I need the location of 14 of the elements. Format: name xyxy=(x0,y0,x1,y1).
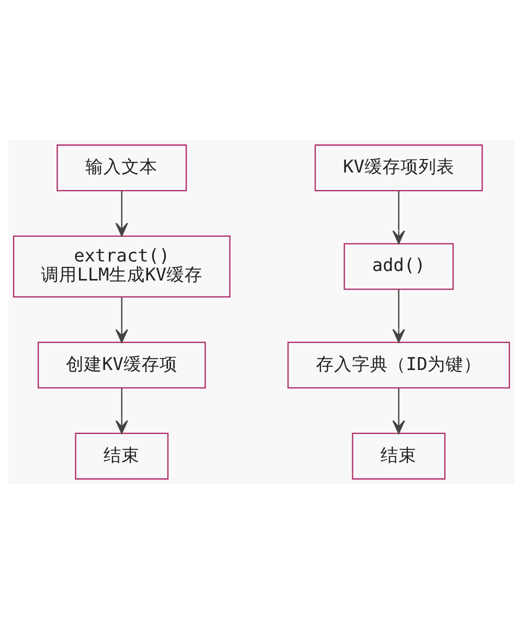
node-box: 存入字典（ID为键） xyxy=(287,341,510,388)
node-box: 结束 xyxy=(352,432,446,480)
arrow xyxy=(115,388,128,434)
arrow xyxy=(392,190,406,244)
node-box: 结束 xyxy=(74,432,169,480)
node-box: extract() 调用LLM生成KV缓存 xyxy=(12,234,231,297)
node-box: add() xyxy=(344,242,454,290)
arrow xyxy=(392,388,406,434)
node-box: 输入文本 xyxy=(56,144,187,191)
arrow xyxy=(115,296,128,342)
node-box: KV缓存项列表 xyxy=(314,144,483,191)
arrow xyxy=(392,289,406,342)
arrow xyxy=(115,190,128,236)
node-box: 创建KV缓存项 xyxy=(38,341,206,388)
